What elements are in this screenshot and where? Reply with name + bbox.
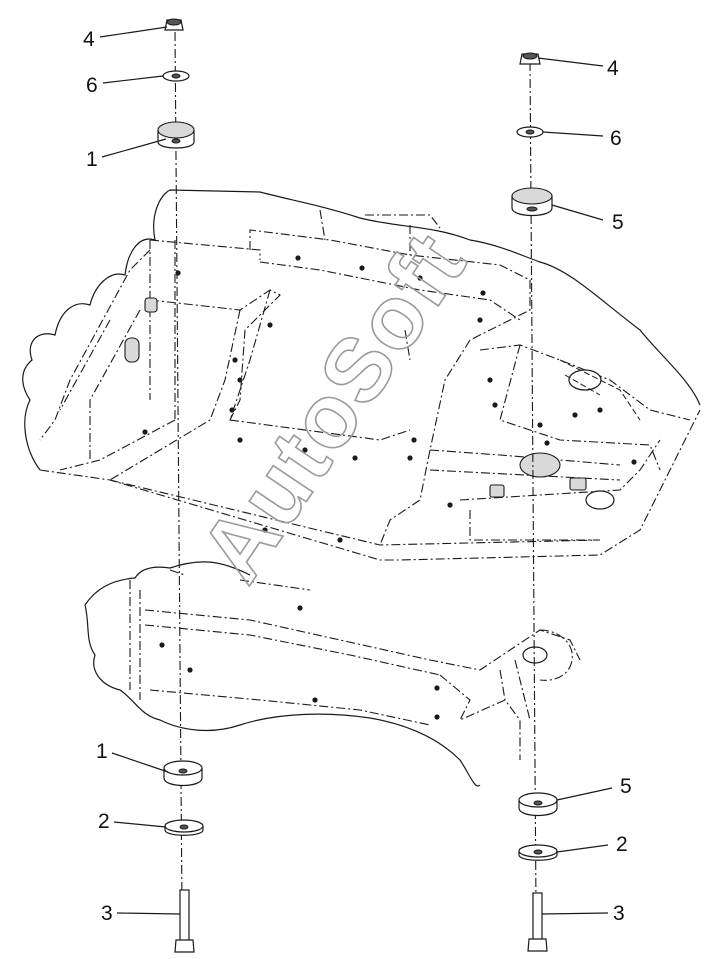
callout-4-left: 4 bbox=[83, 28, 95, 51]
lower-frame bbox=[84, 561, 581, 787]
callout-4-right: 4 bbox=[607, 57, 619, 80]
right-upper-nut bbox=[519, 52, 541, 65]
callout-1-left-upper: 1 bbox=[86, 148, 98, 171]
callout-2-left: 2 bbox=[98, 810, 110, 833]
callout-3-left: 3 bbox=[101, 902, 113, 925]
leader-lines bbox=[99, 26, 613, 915]
right-lower-washer bbox=[518, 844, 558, 861]
callout-2-right: 2 bbox=[616, 833, 628, 856]
callout-1-left-lower: 1 bbox=[96, 740, 108, 763]
callout-6-right: 6 bbox=[610, 127, 622, 150]
left-lower-isolator bbox=[163, 760, 203, 787]
left-upper-washer bbox=[162, 70, 190, 82]
upper-frame bbox=[22, 189, 701, 561]
callout-6-left: 6 bbox=[86, 74, 98, 97]
callout-3-right: 3 bbox=[613, 902, 625, 925]
callout-5-right-upper: 5 bbox=[612, 211, 624, 234]
right-upper-washer bbox=[516, 126, 544, 138]
right-upper-isolator bbox=[511, 187, 553, 217]
left-centerline bbox=[174, 31, 183, 906]
callout-5-right-lower: 5 bbox=[620, 775, 632, 798]
right-lower-isolator bbox=[518, 792, 558, 817]
left-lower-washer bbox=[164, 819, 204, 836]
right-bolt bbox=[527, 892, 548, 952]
left-upper-isolator bbox=[157, 121, 195, 149]
left-bolt bbox=[174, 889, 195, 953]
left-upper-nut bbox=[164, 18, 184, 31]
